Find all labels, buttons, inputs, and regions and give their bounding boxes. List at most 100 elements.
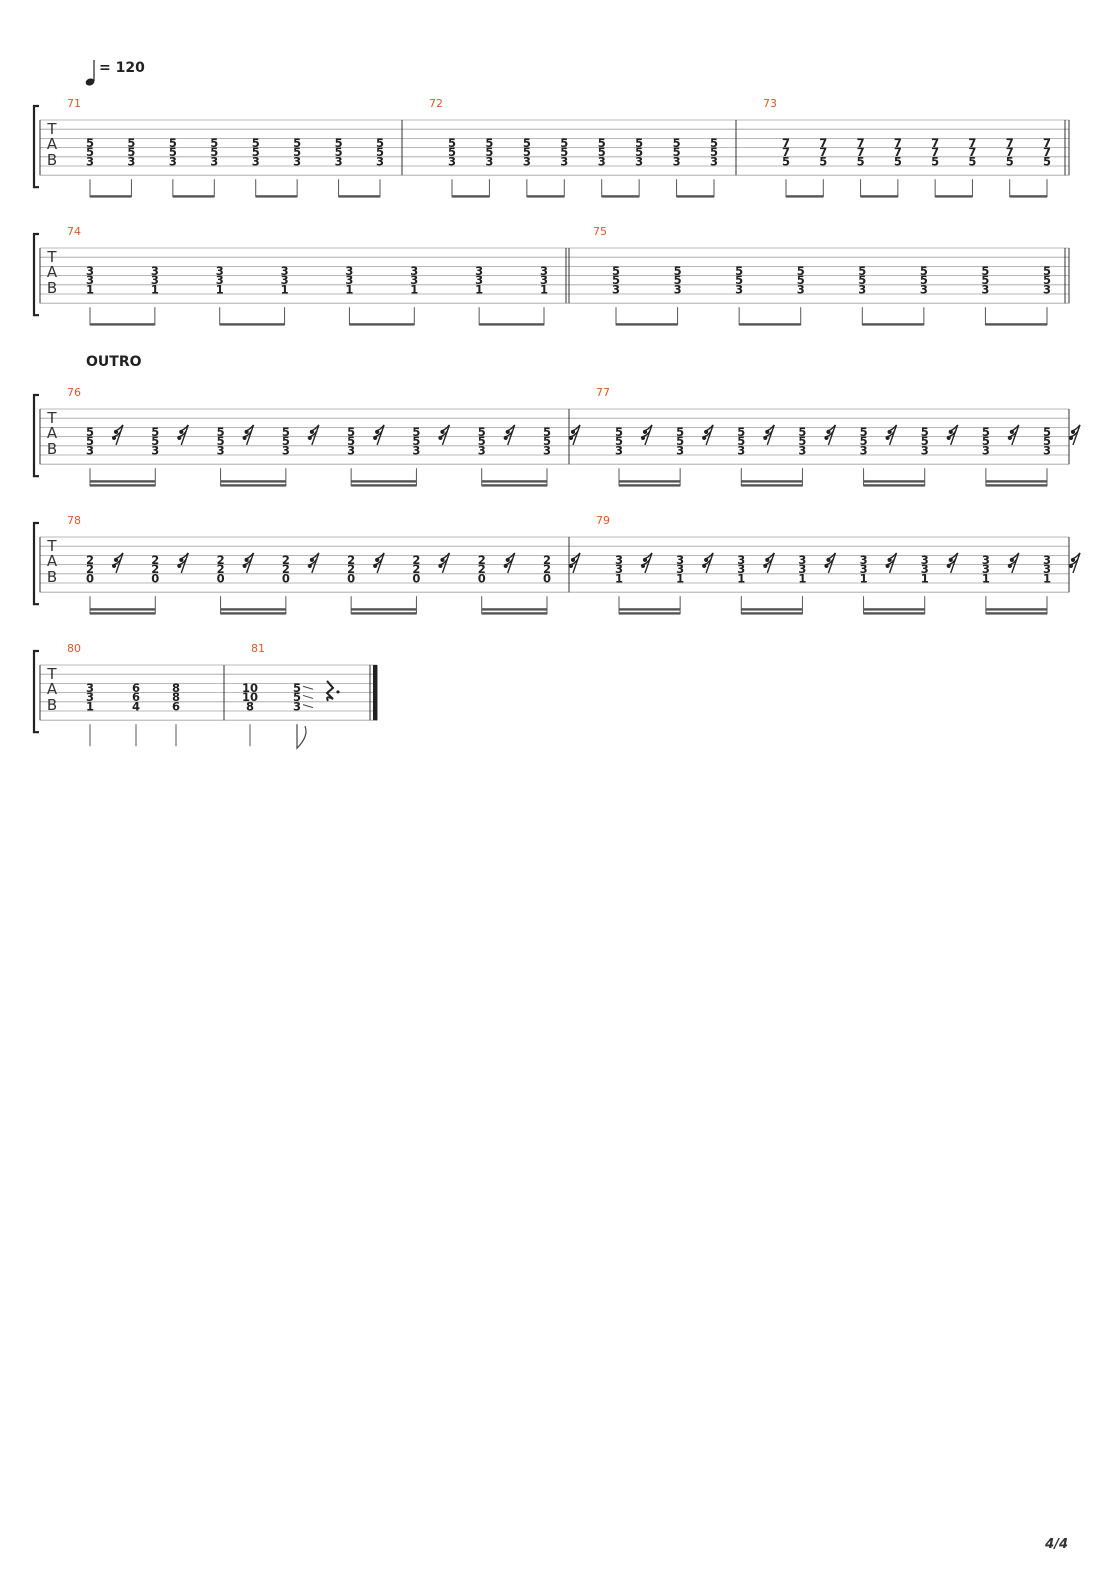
- fret-number: 7: [1043, 145, 1051, 159]
- sixteenth-rest-icon: [438, 424, 451, 446]
- fret-number: 5: [735, 273, 743, 287]
- fret-number: 3: [798, 443, 806, 457]
- fret-number: 5: [921, 434, 929, 448]
- beam: [255, 195, 298, 198]
- measure-number: 81: [251, 642, 265, 655]
- beam: [220, 608, 286, 611]
- fret-number: 0: [347, 571, 355, 585]
- fret-number: 1: [615, 571, 623, 585]
- fret-number: 3: [982, 443, 990, 457]
- fret-number: 5: [523, 145, 531, 159]
- slide-mark: [302, 704, 314, 709]
- fret-number: 3: [921, 562, 929, 576]
- fret-number: 0: [86, 571, 94, 585]
- fret-number: 5: [674, 264, 682, 278]
- fret-number: 2: [86, 562, 94, 576]
- beam: [741, 608, 803, 611]
- fret-number: 5: [335, 136, 343, 150]
- fret-number: 3: [86, 273, 94, 287]
- fret-number: 5: [858, 273, 866, 287]
- slide-mark: [302, 694, 314, 699]
- fret-number: 0: [282, 571, 290, 585]
- fret-number: 3: [858, 282, 866, 296]
- measure-number: 80: [67, 642, 81, 655]
- sixteenth-rest-icon: [307, 552, 320, 574]
- tempo-label: = 120: [99, 60, 145, 76]
- fret-number: 5: [282, 425, 290, 439]
- system-bracket: [32, 649, 39, 734]
- measure-number: 75: [593, 225, 607, 238]
- fret-number: 2: [412, 553, 420, 567]
- quarter-rest-icon: [325, 680, 340, 702]
- fret-number: 3: [981, 282, 989, 296]
- fret-number: 5: [615, 434, 623, 448]
- final-barline: [373, 665, 377, 721]
- fret-number: 1: [982, 571, 990, 585]
- fret-number: 5: [635, 136, 643, 150]
- fret-number: 0: [543, 571, 551, 585]
- fret-number: 5: [857, 154, 865, 168]
- fret-number: 7: [931, 136, 939, 150]
- fret-number: 5: [210, 145, 218, 159]
- fret-number: 5: [169, 136, 177, 150]
- fret-number: 3: [345, 264, 353, 278]
- beam: [786, 195, 824, 198]
- fret-number: 2: [347, 562, 355, 576]
- fret-number: 5: [151, 434, 159, 448]
- beam: [90, 323, 155, 326]
- beam: [985, 323, 1047, 326]
- fret-number: 3: [982, 562, 990, 576]
- fret-number: 1: [345, 282, 353, 296]
- system-bracket: [32, 104, 39, 189]
- fret-number: 2: [478, 562, 486, 576]
- fret-number: 7: [819, 145, 827, 159]
- beam: [351, 612, 417, 615]
- tab-clef-letter: B: [47, 568, 57, 586]
- fret-number: 1: [737, 571, 745, 585]
- fret-number: 3: [293, 154, 301, 168]
- fret-number: 2: [151, 562, 159, 576]
- sixteenth-rest-icon: [1007, 424, 1020, 446]
- fret-number: 3: [1043, 443, 1051, 457]
- beam: [351, 484, 417, 487]
- fret-number: 3: [615, 443, 623, 457]
- fret-number: 3: [1043, 282, 1051, 296]
- beam: [481, 484, 547, 487]
- beam: [351, 480, 417, 483]
- sixteenth-rest-icon: [824, 424, 837, 446]
- fret-number: 3: [127, 154, 135, 168]
- fret-number: 1: [540, 282, 548, 296]
- measure-number: 71: [67, 97, 81, 110]
- beam: [338, 195, 380, 198]
- beam: [863, 484, 925, 487]
- fret-number: 3: [252, 154, 260, 168]
- beam: [481, 612, 547, 615]
- fret-number: 5: [860, 425, 868, 439]
- fret-number: 3: [86, 154, 94, 168]
- fret-number: 3: [347, 443, 355, 457]
- fret-number: 5: [293, 681, 301, 695]
- beam: [526, 195, 565, 198]
- fret-number: 1: [860, 571, 868, 585]
- fret-number: 5: [615, 425, 623, 439]
- tab-clef-letter: B: [47, 440, 57, 458]
- sixteenth-rest-icon: [242, 424, 255, 446]
- fret-number: 3: [797, 282, 805, 296]
- fret-number: 5: [635, 145, 643, 159]
- fret-number: 5: [1043, 154, 1051, 168]
- fret-number: 3: [281, 273, 289, 287]
- fret-number: 3: [615, 553, 623, 567]
- fret-number: 6: [132, 681, 140, 695]
- fret-number: 5: [782, 154, 790, 168]
- beam: [90, 484, 156, 487]
- fret-number: 7: [931, 145, 939, 159]
- fret-number: 5: [560, 136, 568, 150]
- sixteenth-rest-icon: [568, 552, 581, 574]
- fret-number: 3: [86, 264, 94, 278]
- fret-number: 5: [981, 264, 989, 278]
- fret-number: 10: [242, 690, 258, 704]
- fret-number: 5: [86, 434, 94, 448]
- fret-number: 3: [676, 443, 684, 457]
- fret-number: 3: [282, 443, 290, 457]
- fret-number: 5: [217, 425, 225, 439]
